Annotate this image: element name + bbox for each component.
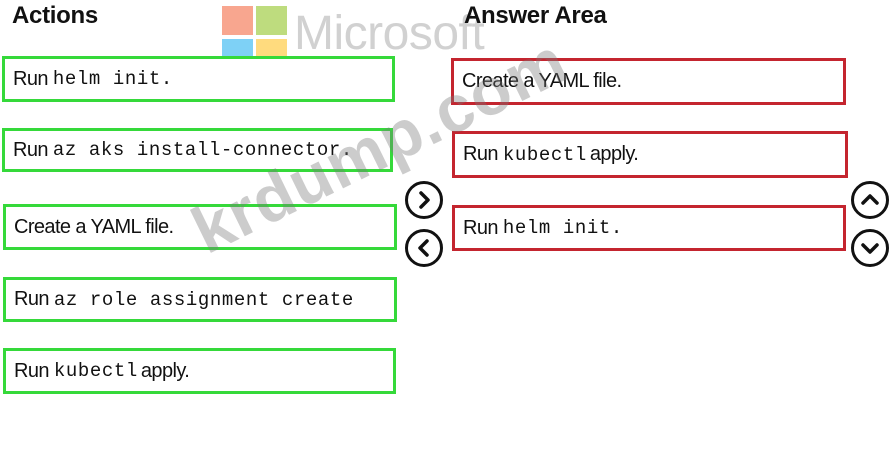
answer-area-heading: Answer Area <box>464 2 607 29</box>
answer-item-code: helm init. <box>502 217 623 239</box>
move-up-button[interactable] <box>851 181 889 219</box>
action-item-code: kubectl <box>53 360 138 382</box>
answer-item-text: Run <box>463 143 498 165</box>
chevron-right-icon <box>419 191 430 209</box>
answer-item-text: Run <box>463 216 498 239</box>
answer-item-code: kubectl <box>502 143 587 166</box>
answer-item-text: apply. <box>589 143 639 165</box>
action-item-code: az aks install-connector. <box>52 139 353 161</box>
action-item-code: helm init. <box>52 68 173 90</box>
action-item-text: apply. <box>140 359 190 382</box>
chevron-left-icon <box>418 239 429 257</box>
action-item-create-yaml[interactable]: Create a YAML file. <box>3 204 397 250</box>
chevron-up-icon <box>861 194 879 205</box>
move-right-button[interactable] <box>405 181 443 219</box>
action-item-text: Run <box>14 288 49 310</box>
action-item-text: Run <box>14 359 49 382</box>
chevron-down-icon <box>861 243 879 254</box>
answer-item-create-yaml[interactable]: Create a YAML file. <box>451 58 846 105</box>
action-item-code: az role assignment create <box>53 288 354 311</box>
action-item-text: Run <box>13 67 48 90</box>
move-left-button[interactable] <box>405 229 443 267</box>
actions-heading: Actions <box>12 2 98 29</box>
microsoft-wordmark-watermark: Microsoft <box>294 7 485 60</box>
action-item-text: Create a YAML file. <box>14 215 174 238</box>
move-down-button[interactable] <box>851 229 889 267</box>
answer-item-text: Create a YAML file. <box>462 70 622 92</box>
action-item-text: Run <box>13 138 48 161</box>
